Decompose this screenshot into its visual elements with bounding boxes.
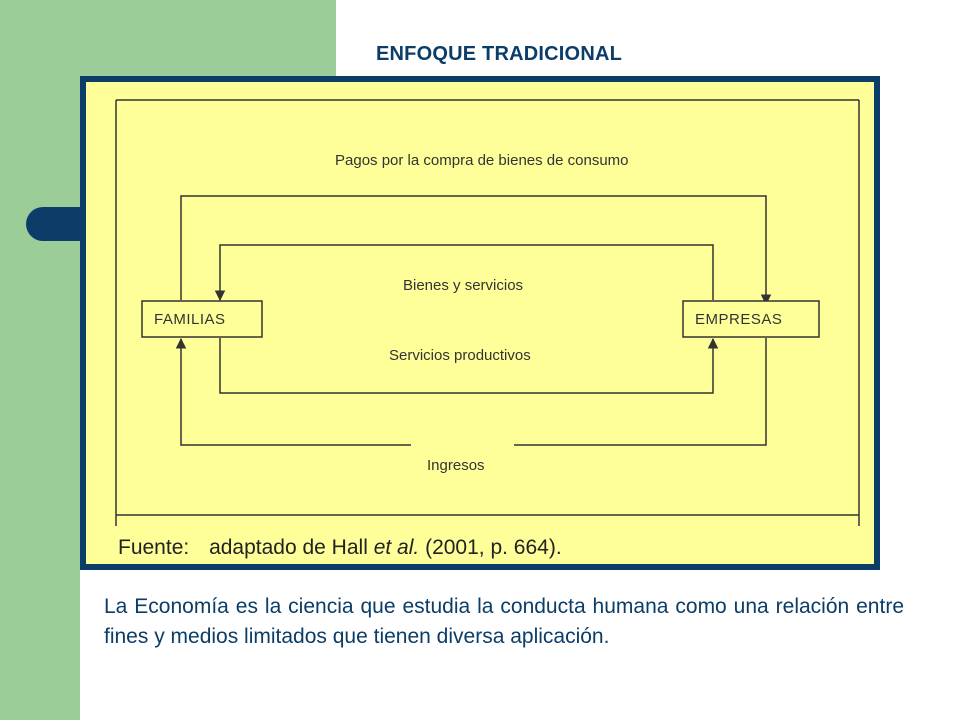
flow-consumption-payments-label: Pagos por la compra de bienes de consumo bbox=[335, 152, 629, 169]
diagram-source: Fuente: adaptado de Hall et al. (2001, p… bbox=[118, 536, 562, 559]
green-side-band bbox=[0, 0, 80, 720]
flow-productive-services-arrow bbox=[219, 337, 719, 394]
node-empresas: EMPRESAS bbox=[682, 300, 820, 338]
node-empresas-box bbox=[682, 300, 820, 338]
flow-goods-services-arrow bbox=[214, 244, 714, 302]
flow-income-line-right bbox=[514, 338, 767, 446]
flow-income-arrow bbox=[175, 337, 411, 446]
page-title: ENFOQUE TRADICIONAL bbox=[376, 43, 623, 65]
body-text: La Economía es la ciencia que estudia la… bbox=[104, 595, 904, 648]
flow-goods-services-label: Bienes y servicios bbox=[403, 277, 523, 294]
source-italic: et al. bbox=[374, 536, 420, 559]
source-text-after: (2001, p. 664). bbox=[425, 536, 562, 559]
flow-productive-services-label: Servicios productivos bbox=[389, 347, 531, 364]
node-familias: FAMILIAS bbox=[141, 300, 263, 338]
node-empresas-label: EMPRESAS bbox=[695, 311, 782, 328]
source-text-before: adaptado de Hall bbox=[209, 536, 374, 559]
flow-income-label: Ingresos bbox=[427, 457, 485, 474]
node-familias-label: FAMILIAS bbox=[154, 311, 226, 328]
source-prefix: Fuente: bbox=[118, 536, 189, 559]
node-familias-box bbox=[141, 300, 263, 338]
circular-flow-diagram: FAMILIAS EMPRESAS Pagos por la compra de… bbox=[115, 99, 860, 559]
flow-consumption-payments-arrow bbox=[180, 195, 772, 306]
